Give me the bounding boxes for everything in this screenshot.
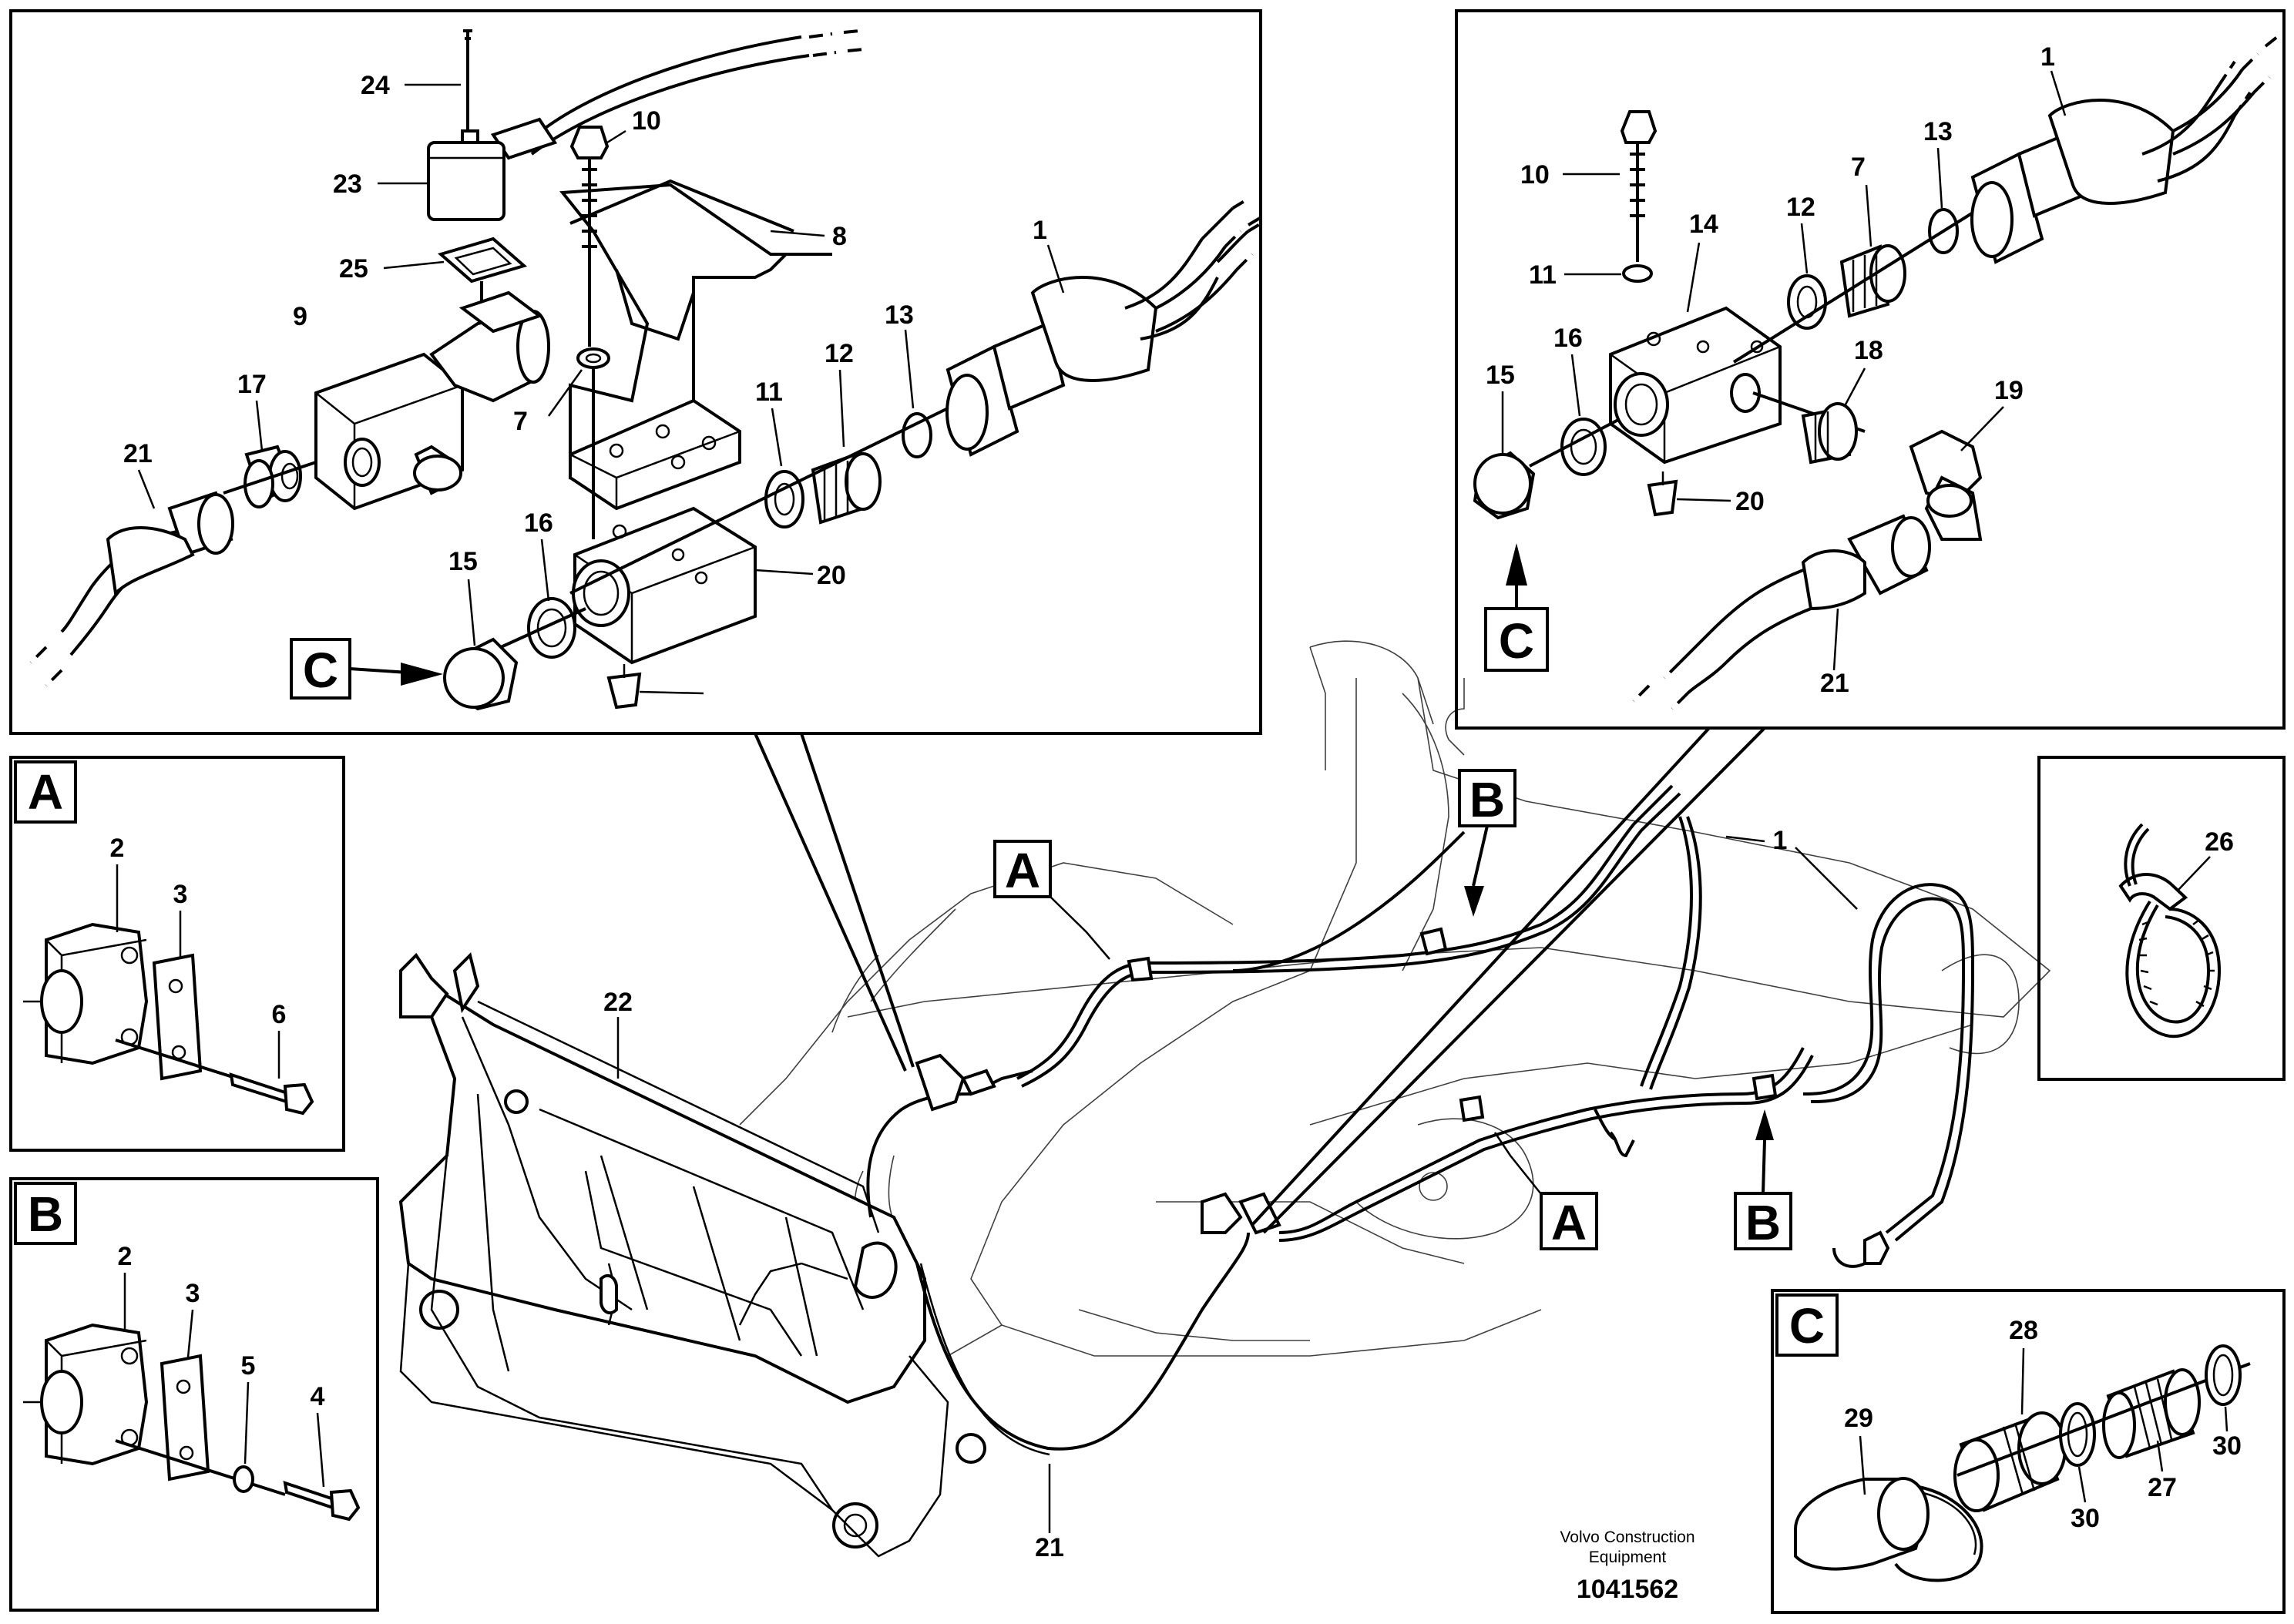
cable-tie-inset: 26 bbox=[2037, 756, 2286, 1081]
label-17: 17 bbox=[237, 370, 267, 399]
label-4-b: 4 bbox=[311, 1382, 325, 1411]
label-14-tr: 12 bbox=[1786, 193, 1815, 222]
detail-view-a: A 2 3 6 bbox=[9, 756, 345, 1152]
label-12-tr: 7 bbox=[1851, 153, 1866, 182]
callout-a-lower: A bbox=[1551, 1195, 1587, 1250]
label-9: 9 bbox=[293, 302, 307, 331]
label-7-tr: 14 bbox=[1689, 210, 1718, 239]
main-view-callouts: A B A B 22 21 1 bbox=[603, 769, 1858, 1562]
machine-frame-outline bbox=[739, 640, 2051, 1357]
label-11-tl: 7 bbox=[513, 407, 528, 436]
quick-coupler-frame bbox=[398, 952, 986, 1558]
label-3-b: 3 bbox=[186, 1279, 200, 1308]
callout-a-upper: A bbox=[1005, 843, 1040, 898]
label-30-c-right: 30 bbox=[2212, 1431, 2242, 1461]
callout-c-tl: C bbox=[303, 643, 338, 698]
detail-a-letter: A bbox=[28, 764, 63, 820]
label-26: 26 bbox=[2205, 827, 2234, 857]
label-1-main: 1 bbox=[1773, 826, 1788, 855]
label-2-b: 2 bbox=[118, 1242, 133, 1271]
label-8: 8 bbox=[832, 222, 847, 251]
label-13-tr: 13 bbox=[1923, 117, 1953, 146]
label-12-tl: 12 bbox=[825, 339, 854, 368]
label-5-b: 5 bbox=[241, 1351, 256, 1381]
detail-b-letter: B bbox=[28, 1186, 63, 1242]
label-16-tr: 16 bbox=[1553, 324, 1583, 353]
main-hose-routing bbox=[600, 784, 1975, 1456]
label-6-a: 6 bbox=[272, 1000, 287, 1029]
detail-c-letter: C bbox=[1789, 1298, 1825, 1354]
label-22: 22 bbox=[603, 988, 633, 1017]
label-3-a: 3 bbox=[173, 880, 188, 909]
label-20-tr: 20 bbox=[1735, 487, 1765, 516]
credit-line-2: Equipment bbox=[1589, 1549, 1667, 1566]
callout-b-upper: B bbox=[1469, 772, 1505, 827]
label-19-tr: 19 bbox=[1994, 376, 2024, 405]
label-21-main: 21 bbox=[1035, 1533, 1064, 1562]
drawing-footer: Volvo Construction Equipment 1041562 bbox=[1560, 1528, 1694, 1604]
callout-c-tr: C bbox=[1499, 613, 1534, 669]
label-21-tl: 21 bbox=[123, 439, 153, 468]
label-1-tr: 1 bbox=[2040, 42, 2055, 72]
label-7-tl: 20 bbox=[817, 561, 846, 590]
detail-view-c: C 29 28 30 27 30 bbox=[1771, 1289, 2286, 1614]
label-11-tr: 11 bbox=[1529, 260, 1557, 290]
label-24: 24 bbox=[361, 71, 390, 100]
label-10-tl: 10 bbox=[632, 106, 661, 136]
label-29-c: 29 bbox=[1844, 1404, 1873, 1433]
label-2-a: 2 bbox=[110, 834, 125, 863]
detail-view-b: B 2 3 5 4 bbox=[9, 1177, 379, 1612]
label-18-tr: 18 bbox=[1854, 336, 1883, 365]
label-21-tr: 21 bbox=[1820, 669, 1849, 698]
label-28-c: 28 bbox=[2009, 1316, 2038, 1345]
label-23: 23 bbox=[333, 169, 362, 199]
label-30-c-left: 30 bbox=[2071, 1504, 2100, 1533]
label-15-tr: 15 bbox=[1486, 361, 1515, 390]
label-27-c: 27 bbox=[2148, 1473, 2177, 1502]
label-14-tl: 11 bbox=[755, 377, 783, 407]
callout-b-lower: B bbox=[1745, 1195, 1781, 1250]
label-10-tr: 10 bbox=[1520, 160, 1550, 190]
label-13-tl: 13 bbox=[885, 300, 914, 330]
label-15-tl: 15 bbox=[448, 547, 478, 576]
label-25: 25 bbox=[339, 254, 368, 284]
inset-leaders bbox=[754, 726, 1766, 1234]
inset-top-left: 24 23 25 9 17 21 bbox=[9, 9, 1265, 735]
credit-line-1: Volvo Construction bbox=[1560, 1528, 1694, 1546]
label-1-tl: 1 bbox=[1033, 216, 1047, 245]
inset-top-right: 10 11 14 16 15 C 20 12 bbox=[1455, 9, 2286, 730]
document-number: 1041562 bbox=[1577, 1575, 1678, 1604]
label-16-tl: 16 bbox=[524, 508, 553, 538]
